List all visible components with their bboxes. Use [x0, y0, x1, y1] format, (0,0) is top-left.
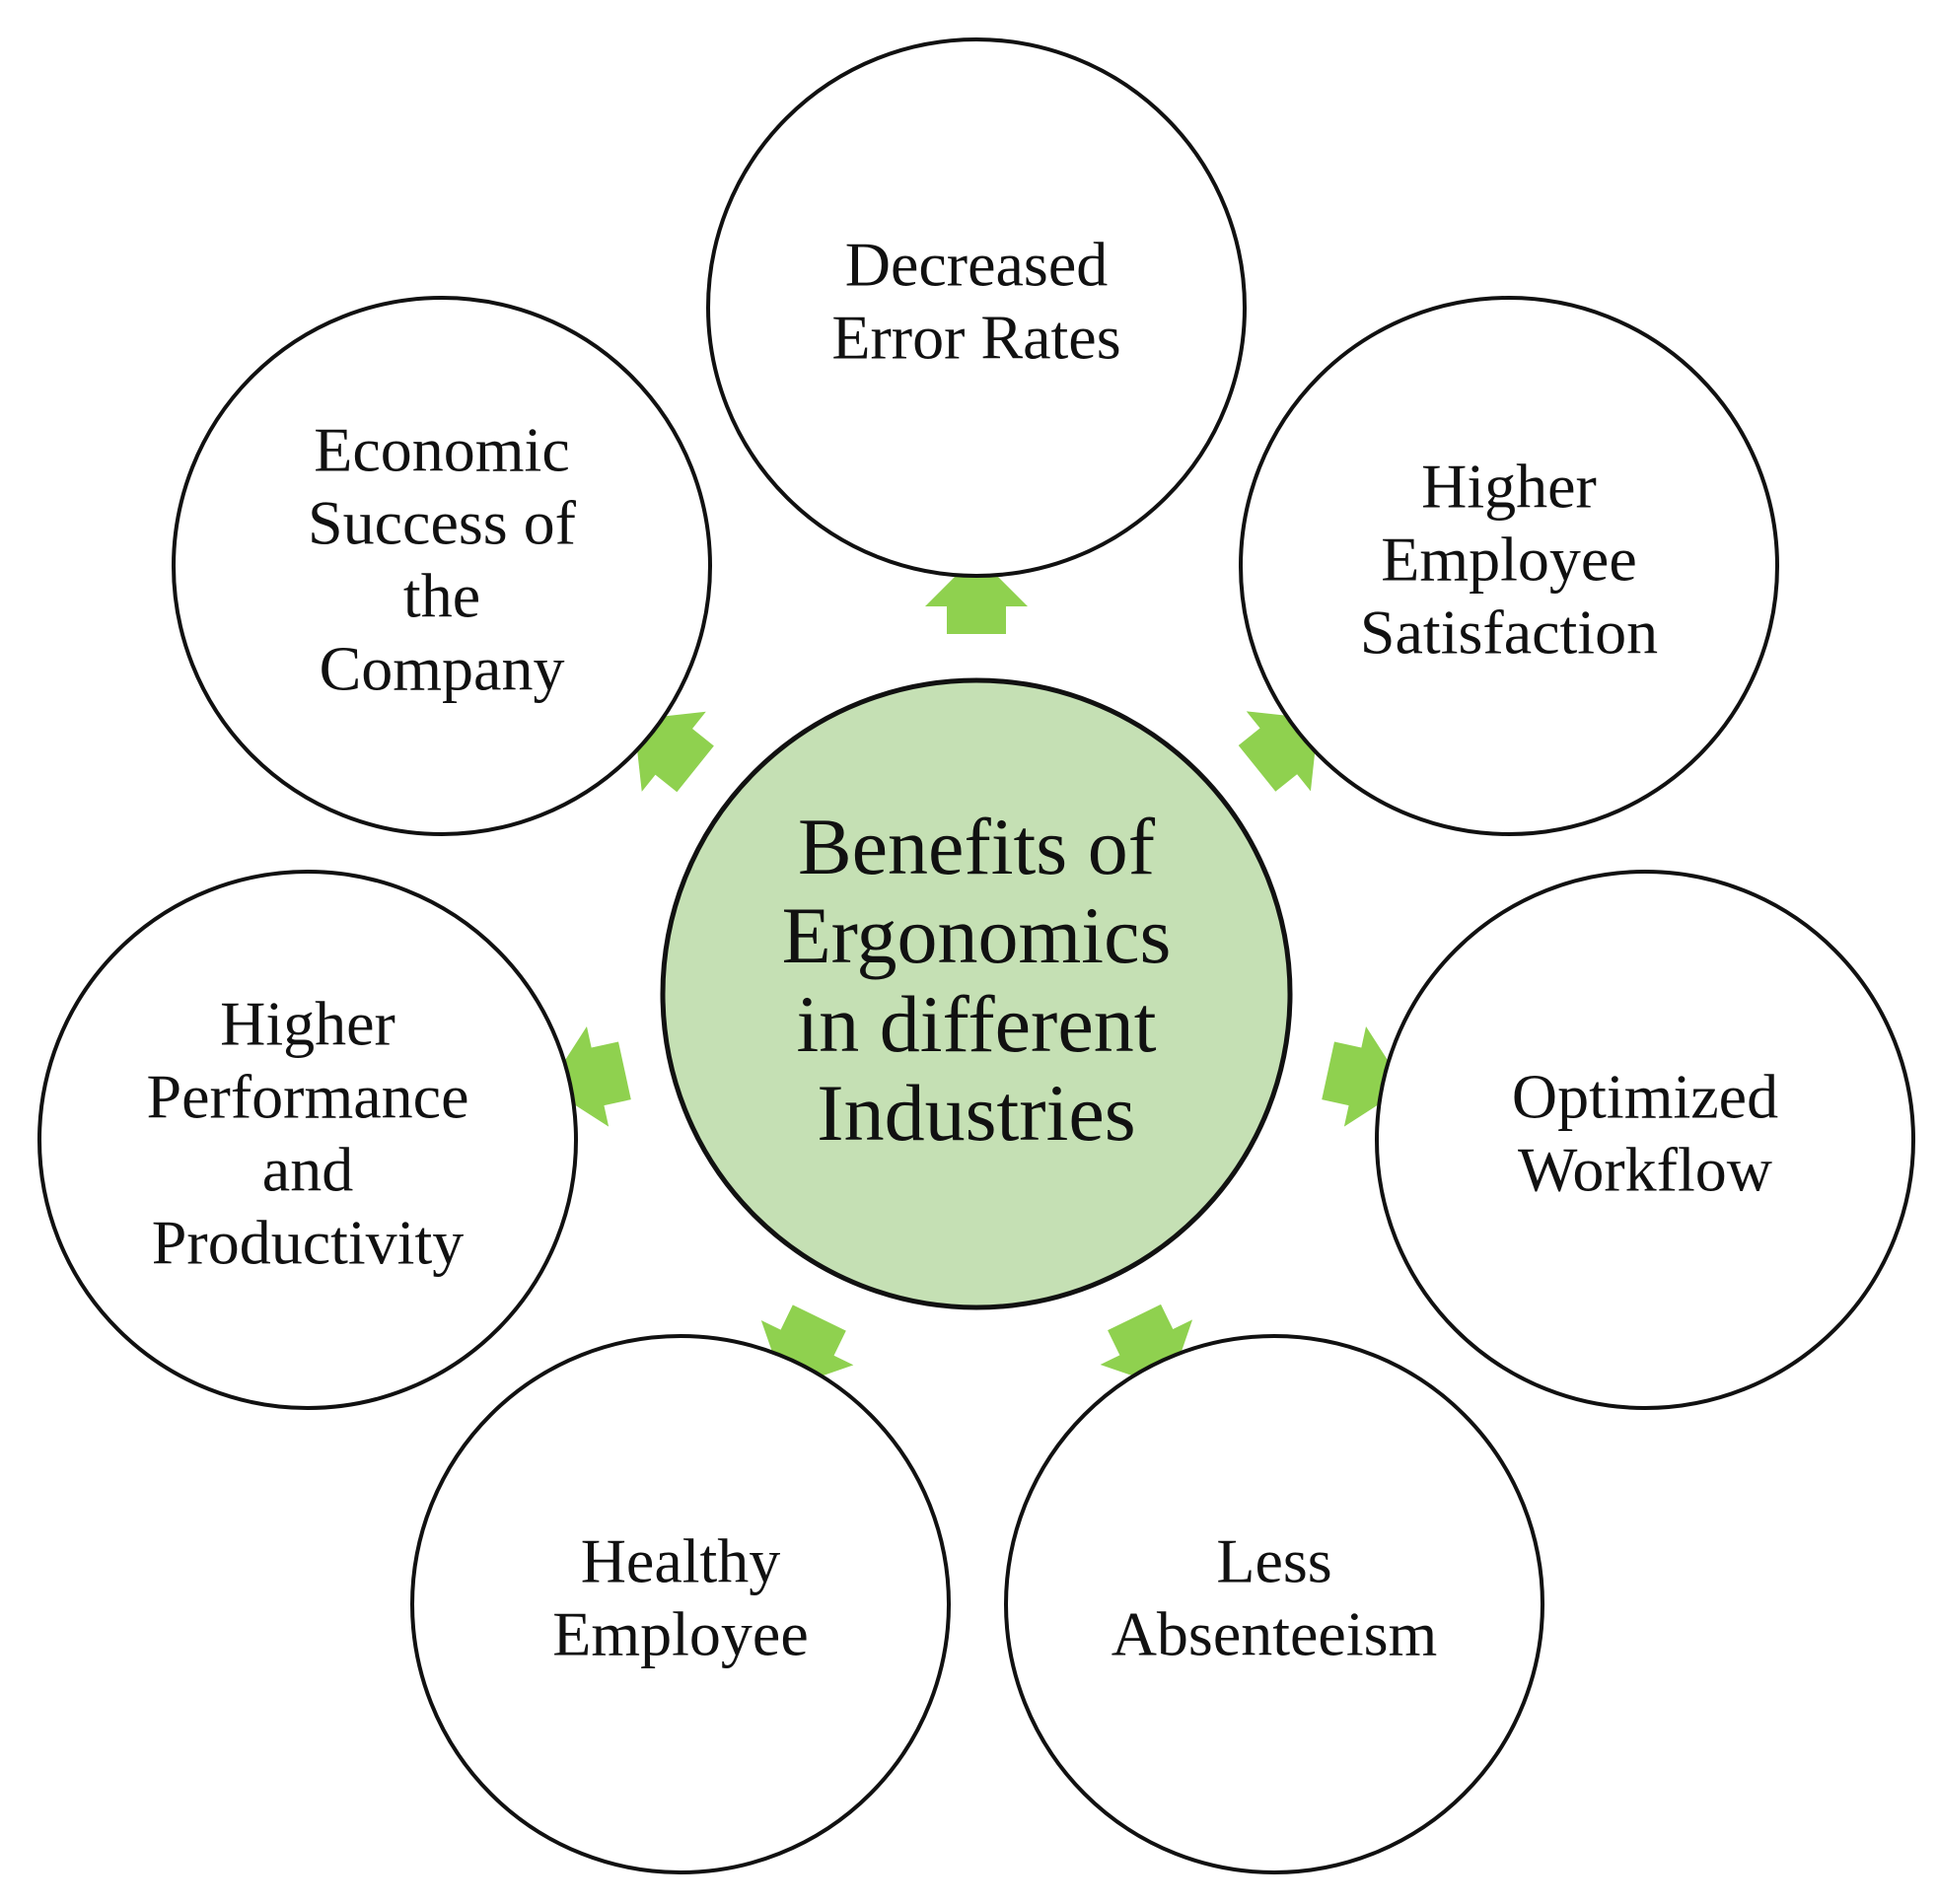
- node-circle: [37, 870, 578, 1410]
- node-higher-performance-and-productivity-label-line-1: Higher: [220, 989, 395, 1059]
- center-circle: [660, 677, 1293, 1310]
- arrow-shape: [925, 573, 1028, 634]
- node-optimized-workflow-label-line-2: Workflow: [1518, 1135, 1772, 1205]
- node-higher-performance-and-productivity-label-line-4: Productivity: [152, 1208, 464, 1278]
- node-less-absenteeism-label-line-2: Absenteeism: [1112, 1599, 1438, 1669]
- node-less-absenteeism-label-line-1: Less: [1216, 1526, 1331, 1596]
- node-higher-employee-satisfaction-label-line-2: Employee: [1381, 525, 1636, 595]
- node-circle: [410, 1334, 951, 1874]
- node-circle: [1375, 870, 1915, 1410]
- node-economic-success-of-the-company-label-line-3: the: [403, 561, 480, 631]
- node-higher-employee-satisfaction-label-line-3: Satisfaction: [1360, 598, 1658, 668]
- center-label-line-4: Industries: [817, 1068, 1135, 1158]
- arrow-shape: [1322, 1025, 1393, 1127]
- arrow-shape: [636, 711, 714, 793]
- node-circle: [1239, 296, 1779, 836]
- node-circle: [172, 296, 712, 836]
- arrow-to-economic-success-of-the-company: [636, 711, 714, 793]
- arrow-to-decreased-error-rates: [925, 573, 1028, 634]
- node-circle: [706, 37, 1247, 578]
- node-higher-performance-and-productivity-label-line-3: and: [262, 1135, 353, 1205]
- node-higher-employee-satisfaction-label-line-1: Higher: [1421, 452, 1597, 522]
- arrow-shape: [560, 1025, 631, 1127]
- node-optimized-workflow-label-line-1: Optimized: [1512, 1062, 1778, 1132]
- node-economic-success-of-the-company-label-line-4: Company: [320, 634, 565, 704]
- center-label-line-3: in different: [796, 979, 1156, 1069]
- node-healthy-employee-label-line-1: Healthy: [581, 1526, 781, 1596]
- node-economic-success-of-the-company-label-line-2: Success of: [308, 488, 577, 558]
- arrow-to-higher-performance-and-productivity: [560, 1025, 631, 1127]
- node-decreased-error-rates-label-line-1: Decreased: [845, 230, 1108, 300]
- node-circle: [1004, 1334, 1544, 1874]
- node-higher-performance-and-productivity-label-line-2: Performance: [147, 1062, 469, 1132]
- arrow-to-optimized-workflow: [1322, 1025, 1393, 1127]
- node-decreased-error-rates-label-line-2: Error Rates: [831, 303, 1120, 373]
- node-economic-success-of-the-company-label-line-1: Economic: [314, 415, 569, 485]
- center-label-line-1: Benefits of: [798, 802, 1156, 891]
- node-healthy-employee-label-line-2: Employee: [552, 1599, 808, 1669]
- center-label-line-2: Ergonomics: [782, 890, 1172, 980]
